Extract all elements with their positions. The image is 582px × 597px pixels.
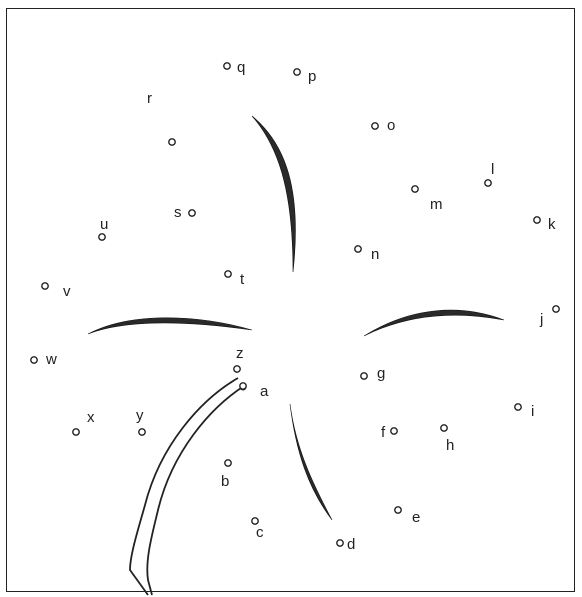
point-w-label: w [45,351,57,368]
point-b: b [221,460,231,490]
point-r-dot [169,139,175,145]
points-layer: a b c d e f g h i j k l m n o p q r s t u v w x y z [31,59,559,553]
point-y: y [136,407,145,435]
point-g-label: g [377,365,385,382]
point-d-dot [337,540,343,546]
point-r-label: r [147,90,152,107]
point-n-label: n [371,246,379,263]
point-y-label: y [136,407,144,424]
point-t-dot [225,271,231,277]
point-w-dot [31,357,37,363]
point-l: l [485,161,495,186]
point-f-label: f [381,424,386,441]
top-petal-stroke [252,116,295,272]
point-g: g [361,365,386,382]
point-u-dot [99,234,105,240]
point-b-label: b [221,473,229,490]
point-o: o [372,117,396,134]
point-e-dot [395,507,401,513]
point-h-label: h [446,437,454,454]
left-petal-stroke [88,318,252,334]
stem-inner [147,386,244,595]
point-b-dot [225,460,231,466]
point-v: v [42,283,71,300]
point-q-label: q [237,59,245,76]
point-s-label: s [174,204,182,221]
point-d: d [337,536,356,553]
point-s: s [174,204,195,221]
point-m: m [412,186,443,213]
bottom-petal-stroke [290,404,332,520]
point-u-label: u [100,216,108,233]
right-petal-stroke [364,310,504,336]
point-f-dot [391,428,397,434]
point-e: e [395,507,421,526]
point-x-dot [73,429,79,435]
point-o-label: o [387,117,395,134]
point-x-label: x [87,409,95,426]
point-p-label: p [308,68,316,85]
point-j: j [539,306,559,328]
point-q: q [224,59,246,76]
point-a: a [240,383,269,400]
point-n-dot [355,246,361,252]
point-z-dot [234,366,240,372]
point-o-dot [372,123,378,129]
point-v-dot [42,283,48,289]
point-i-label: i [531,403,534,420]
point-i: i [515,403,535,420]
point-f: f [381,424,397,441]
point-m-label: m [430,196,443,213]
point-z-label: z [236,345,244,362]
point-d-label: d [347,536,355,553]
point-k-dot [534,217,540,223]
point-l-label: l [491,161,494,178]
point-m-dot [412,186,418,192]
point-n: n [355,246,380,263]
point-t-label: t [240,271,245,288]
point-x: x [73,409,95,435]
point-p-dot [294,69,300,75]
point-e-label: e [412,509,420,526]
point-q-dot [224,63,230,69]
point-i-dot [515,404,521,410]
point-k-label: k [548,216,556,233]
point-k: k [534,216,556,233]
point-c: c [252,518,264,541]
point-y-dot [139,429,145,435]
point-p: p [294,68,317,85]
point-j-dot [553,306,559,312]
point-t: t [225,271,245,288]
point-j-label: j [539,311,543,328]
point-a-label: a [260,383,269,400]
point-s-dot [189,210,195,216]
point-z: z [234,345,244,372]
point-c-label: c [256,524,264,541]
point-h: h [441,425,455,454]
point-r: r [147,90,175,145]
point-g-dot [361,373,367,379]
point-v-label: v [63,283,71,300]
point-l-dot [485,180,491,186]
point-u: u [99,216,109,240]
point-a-dot [240,383,246,389]
point-w: w [31,351,57,368]
point-h-dot [441,425,447,431]
